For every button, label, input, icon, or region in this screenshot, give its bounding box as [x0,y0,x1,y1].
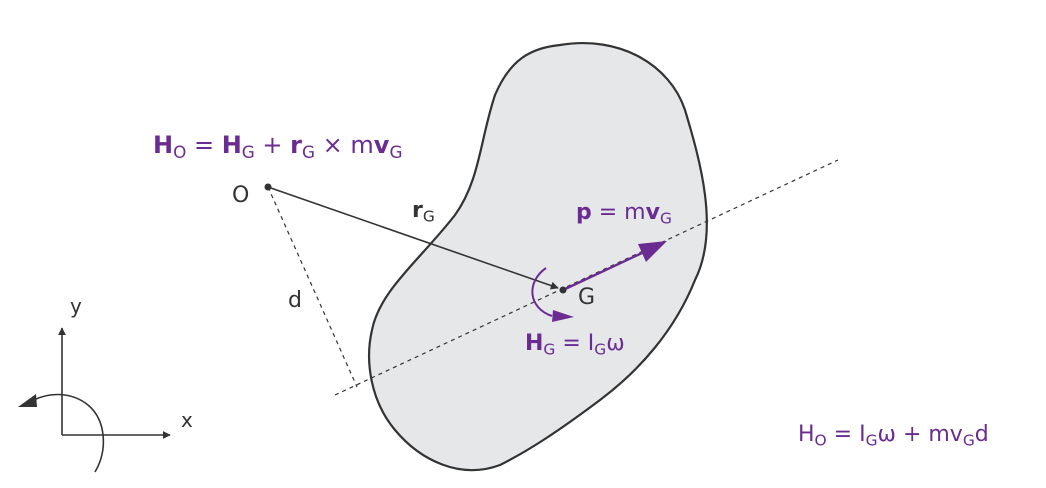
equation-ho-general: HO = HG + rG × mvG [153,131,402,160]
y-axis-label: y [70,294,82,318]
eq1-times: × m [315,131,374,159]
eq2-eq: = I [826,422,866,447]
point-g-label: G [578,285,596,310]
equation-ho-planar: HO = IGω + mvGd [798,422,989,449]
angular-momentum-arc [531,267,553,317]
eq1-h2: H [221,131,242,159]
eq1-g3: G [389,142,403,163]
rotation-arc-head [18,394,37,407]
eq2-g: G [865,431,878,450]
eq1-g2: G [302,142,316,163]
point-o-label: O [232,183,250,208]
hg-eq: = I [555,331,595,356]
momentum-label: p = mvG [576,200,672,227]
hg-equation: HG = IGω [525,331,625,358]
eq1-r: r [290,131,303,159]
eq1-plus: + [254,131,291,159]
rotation-arc [33,393,105,473]
hg-omega: ω [606,331,625,356]
p-p: p [576,200,592,225]
eq2-g2: G [962,431,975,450]
rigid-body [368,42,708,472]
rg-r: r [412,198,423,223]
p-v: v [645,200,660,225]
x-axis-label: x [181,408,193,432]
hg-g2: G [594,340,607,359]
p-g: G [659,209,672,228]
momentum-vector-shaft [562,251,643,292]
eq1-g: G [241,142,255,163]
p-rest: = m [591,200,646,225]
eq1-eq: = [186,131,222,159]
eq1-h: H [153,131,174,159]
eq2-o: O [814,431,827,450]
angular-momentum-arc-head [552,310,574,322]
rg-g: G [422,207,435,226]
eq1-o: O [173,142,187,163]
eq2-d: d [974,422,989,447]
hg-g: G [543,340,556,359]
rg-label: rG [412,198,435,225]
momentum-vector-head [638,241,667,262]
eq2-mid: ω + mv [877,422,963,447]
point-g-dot [559,286,567,294]
position-vector-rg [267,186,559,290]
eq1-v: v [373,131,390,159]
eq2-h: H [798,422,815,447]
distance-d-line [267,186,358,388]
point-o-dot [264,183,272,191]
hg-h: H [525,331,544,356]
distance-d-label: d [288,288,302,313]
